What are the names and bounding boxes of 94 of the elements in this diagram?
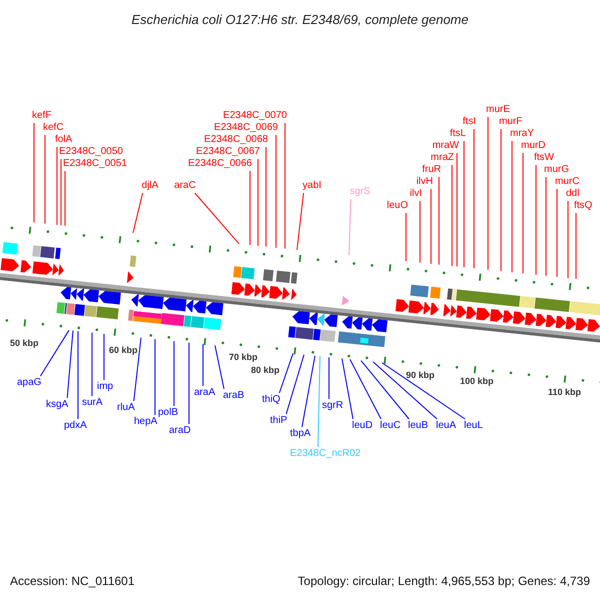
leader-line — [278, 352, 294, 394]
scale-label: 90 kbp — [406, 370, 435, 381]
gene-label: tbpA — [290, 428, 311, 440]
gene-label: leuO — [386, 200, 408, 212]
gene-label: E2348C_0068 — [204, 134, 268, 146]
leader-line — [438, 176, 440, 266]
leader-line — [296, 192, 304, 250]
gene-label: polB — [158, 407, 178, 419]
gene-label: ilvH — [416, 176, 433, 188]
scale-label: 50 kbp — [10, 338, 39, 349]
scale-label: 100 kbp — [460, 376, 494, 387]
gene-label: E2348C_0067 — [196, 146, 260, 158]
gene-label: leuA — [436, 420, 456, 432]
gene-label: hepA — [134, 416, 158, 428]
gene-label: ftsL — [450, 128, 466, 140]
gene-label: mraW — [432, 140, 459, 152]
gene-label: ksgA — [46, 399, 68, 411]
leader-line — [372, 361, 438, 420]
leader-line — [430, 188, 432, 264]
gene-label: ftsQ — [574, 200, 592, 212]
gene-label: murC — [555, 176, 580, 188]
gene-label: araA — [194, 387, 216, 399]
scale-label: 110 kbp — [548, 387, 582, 398]
title: Escherichia coli O127:H6 str. E2348/69, complete genome — [130, 11, 470, 29]
gene-label: leuD — [352, 420, 373, 432]
gene-label: ddl — [566, 188, 580, 200]
gene-label: araB — [223, 390, 244, 402]
gene-label: kefF — [32, 110, 52, 122]
leader-line — [348, 198, 352, 256]
gene-label: imp — [97, 381, 114, 393]
leader-line — [154, 338, 156, 416]
gene-label: ftsI — [462, 116, 476, 128]
gene-label: thiQ — [262, 394, 280, 406]
gene-label: E2348C_ncR02 — [290, 448, 361, 460]
gene-label: sgrR — [322, 400, 344, 412]
leader-line — [56, 146, 58, 226]
leader-line — [40, 330, 70, 376]
leader-line — [382, 362, 466, 420]
gene-label: kefC — [43, 122, 64, 134]
gene-label: murF — [499, 116, 522, 128]
leader-line — [350, 358, 382, 420]
leader-line — [202, 344, 204, 386]
genome-info-text: Topology: circular; Length: 4,965,553 bp; Genes: 4,739 — [298, 574, 590, 588]
gene-label: araC — [174, 180, 196, 192]
gene-label: ftsW — [534, 152, 554, 164]
leader-line — [214, 344, 224, 390]
gene-label: mraZ — [430, 152, 454, 164]
accession-text: Accession: NC_011601 — [10, 574, 135, 588]
leader-line — [60, 158, 62, 226]
gene-label: thiP — [270, 415, 288, 427]
leader-line — [132, 192, 144, 234]
gene-label: yabI — [302, 180, 322, 192]
scale-label: 80 kbp — [251, 365, 280, 376]
gene-label: araD — [169, 425, 191, 437]
leader-line — [133, 337, 142, 402]
gene-label: mraY — [510, 128, 534, 140]
gene-label: leuB — [408, 420, 428, 432]
leader-line — [284, 122, 286, 250]
gene-label: apaG — [17, 377, 42, 389]
leader-line — [194, 192, 240, 244]
gene-label: E2348C_0051 — [63, 158, 127, 170]
gene-label: murD — [521, 140, 546, 152]
gene-label: leuL — [464, 420, 483, 432]
leader-line — [500, 128, 502, 272]
gene-label: folA — [55, 134, 72, 146]
leader-line — [44, 134, 46, 224]
gene-label: ilvI — [410, 188, 422, 200]
gene-label: murG — [544, 164, 569, 176]
gene-label: E2348C_0070 — [223, 110, 287, 122]
leader-line — [360, 360, 410, 420]
leader-line — [318, 356, 320, 448]
scale-label: 70 kbp — [229, 352, 258, 363]
gene-label: pdxA — [64, 420, 87, 432]
leader-line — [64, 170, 66, 226]
scale-label: 60 kbp — [109, 345, 138, 356]
gene-label: djlA — [142, 180, 158, 192]
leader-line — [456, 152, 458, 268]
leader-line — [188, 342, 190, 424]
gene-label: E2348C_0066 — [188, 158, 252, 170]
leader-line — [302, 355, 316, 428]
gene-label: sgrS — [350, 186, 370, 198]
gene-label: fruR — [422, 164, 441, 176]
gene-label: murE — [486, 104, 510, 116]
gene-label: surA — [82, 397, 103, 409]
gene-label: E2348C_0050 — [59, 146, 123, 158]
leader-line — [66, 330, 74, 398]
leader-line — [286, 354, 304, 414]
leader-line — [522, 152, 524, 274]
gene-label: leuC — [380, 420, 401, 432]
leader-line — [328, 356, 330, 400]
gene-label: rluA — [117, 402, 135, 414]
leader-line — [342, 358, 354, 420]
gene-label: E2348C_0069 — [214, 122, 278, 134]
leader-line — [556, 188, 558, 278]
